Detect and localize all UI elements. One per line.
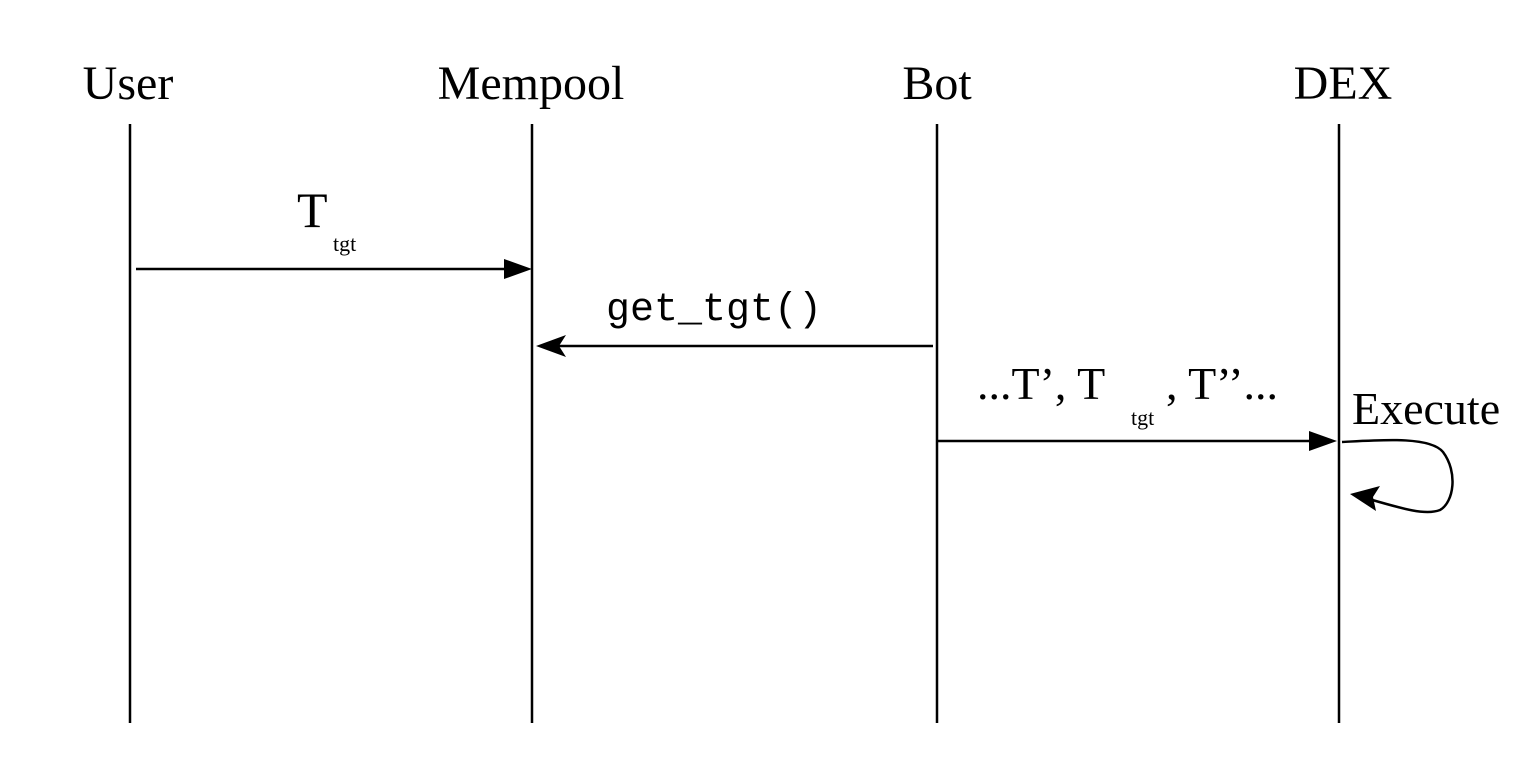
message-bot-to-dex: ...T’, T tgt , T’’... [937,358,1337,451]
arrowhead-right-icon [1309,431,1337,451]
participant-user: User [83,57,174,110]
self-loop-line [1341,438,1454,514]
participant-bot: Bot [902,57,972,110]
message-label-execute: Execute [1352,383,1500,434]
message-label-prefix: ...T’, T [977,358,1105,409]
arrowhead-right-icon [504,259,532,279]
message-dex-self: Execute [1341,383,1500,514]
message-label-suffix: , T’’... [1166,358,1278,409]
message-label-t: T [297,182,328,238]
participant-dex: DEX [1294,57,1393,110]
message-label-get-tgt: get_tgt() [606,288,822,333]
message-label-subscript: tgt [333,231,356,256]
arrowhead-left-icon [536,335,566,357]
message-user-to-mempool: T tgt [136,182,532,279]
message-label-subscript: tgt [1131,405,1154,430]
participant-mempool: Mempool [438,57,625,110]
arrowhead-left-icon [1350,486,1380,511]
message-bot-to-mempool: get_tgt() [536,288,933,357]
